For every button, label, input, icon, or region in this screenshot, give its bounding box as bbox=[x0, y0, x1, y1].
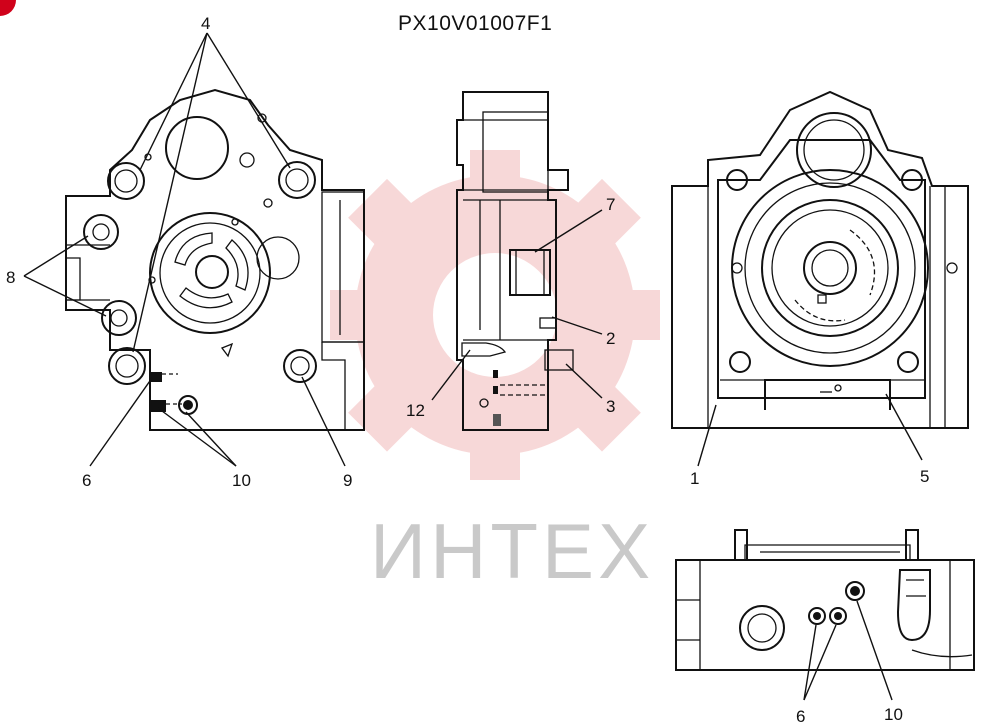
callout-7: 7 bbox=[606, 195, 615, 214]
bolt-4-topright bbox=[278, 161, 316, 199]
callout-1: 1 bbox=[690, 469, 699, 488]
left-view-leaders bbox=[23, 32, 346, 467]
plug-10-left bbox=[178, 395, 198, 415]
plug-8-upper bbox=[83, 214, 119, 250]
callout-12: 12 bbox=[406, 401, 425, 420]
plug-6-bottom-second bbox=[829, 607, 847, 625]
callout-8: 8 bbox=[6, 268, 15, 287]
right-view-housing bbox=[671, 90, 969, 429]
callout-4: 4 bbox=[201, 14, 210, 33]
bottom-view-leaders bbox=[803, 600, 893, 701]
callout-5: 5 bbox=[920, 467, 929, 486]
plug-10-bottom bbox=[845, 581, 865, 601]
middle-view-section bbox=[456, 91, 574, 431]
diagram-title: PX10V01007F1 bbox=[398, 12, 552, 35]
right-view-leaders bbox=[697, 393, 923, 467]
plug-8-lower bbox=[101, 300, 137, 336]
callout-10-bottom: 10 bbox=[884, 705, 903, 724]
callout-6-bottom: 6 bbox=[796, 707, 805, 726]
plug-6-bottom bbox=[808, 607, 826, 625]
plug-9 bbox=[283, 349, 317, 383]
callout-9: 9 bbox=[343, 471, 352, 490]
bottom-view-housing bbox=[675, 529, 975, 671]
callout-6-left: 6 bbox=[82, 471, 91, 490]
callout-3: 3 bbox=[606, 397, 615, 416]
callout-2: 2 bbox=[606, 329, 615, 348]
bolt-4-bottomleft bbox=[108, 347, 146, 385]
bolt-4-topleft bbox=[107, 162, 145, 200]
middle-view-leaders bbox=[431, 209, 603, 401]
callout-10-left: 10 bbox=[232, 471, 251, 490]
corner-marker bbox=[0, 0, 16, 16]
left-view-housing bbox=[65, 88, 365, 431]
watermark-text: ИНТЕХ bbox=[370, 507, 654, 595]
